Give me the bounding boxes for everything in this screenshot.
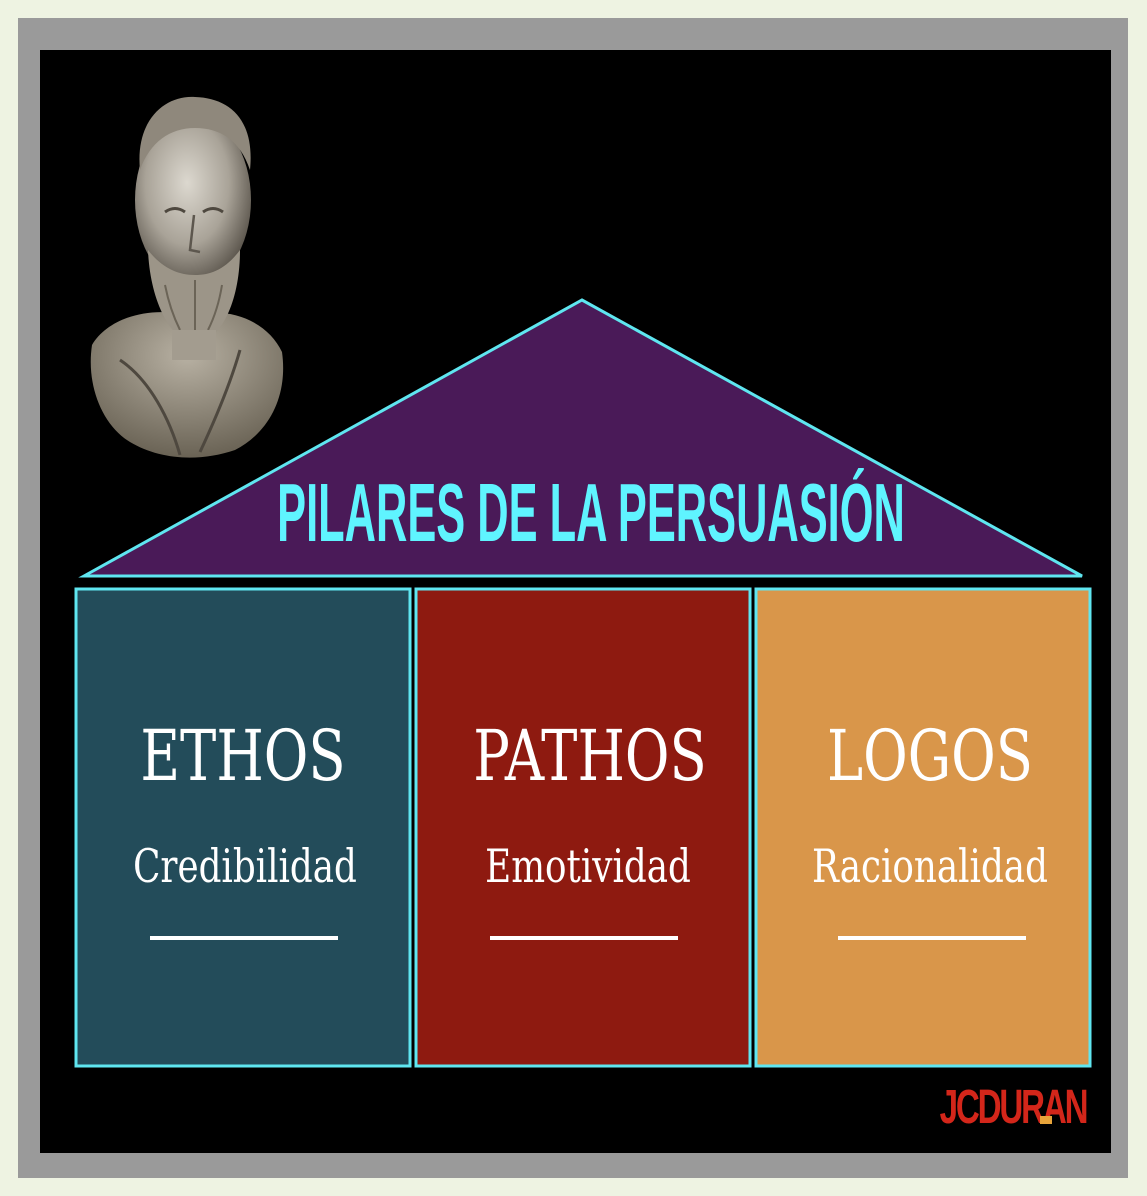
pillar-ethos <box>74 587 412 1068</box>
pillar-pathos <box>414 587 752 1068</box>
aristotle-bust-icon <box>90 96 284 458</box>
pillar-divider-logos <box>838 936 1026 940</box>
pillar-divider-pathos <box>490 936 678 940</box>
pillar-subtitle-pathos: Emotividad <box>485 839 691 893</box>
pillar-divider-ethos <box>150 936 338 940</box>
pillar-name-logos: LOGOS <box>827 715 1033 797</box>
jcduran-logo: JCDURAN <box>940 1080 1090 1134</box>
pillar-logos <box>754 587 1092 1068</box>
diagram-title: PILARES DE LA PERSUASIÓN <box>277 466 905 559</box>
pillar-subtitle-ethos: Credibilidad <box>133 839 357 893</box>
pillar-name-pathos: PATHOS <box>473 715 707 797</box>
pillar-subtitle-logos: Racionalidad <box>812 839 1048 893</box>
pillar-name-ethos: ETHOS <box>140 715 345 797</box>
roof-triangle <box>78 298 1083 578</box>
svg-text:JCDURAN: JCDURAN <box>940 1080 1087 1134</box>
